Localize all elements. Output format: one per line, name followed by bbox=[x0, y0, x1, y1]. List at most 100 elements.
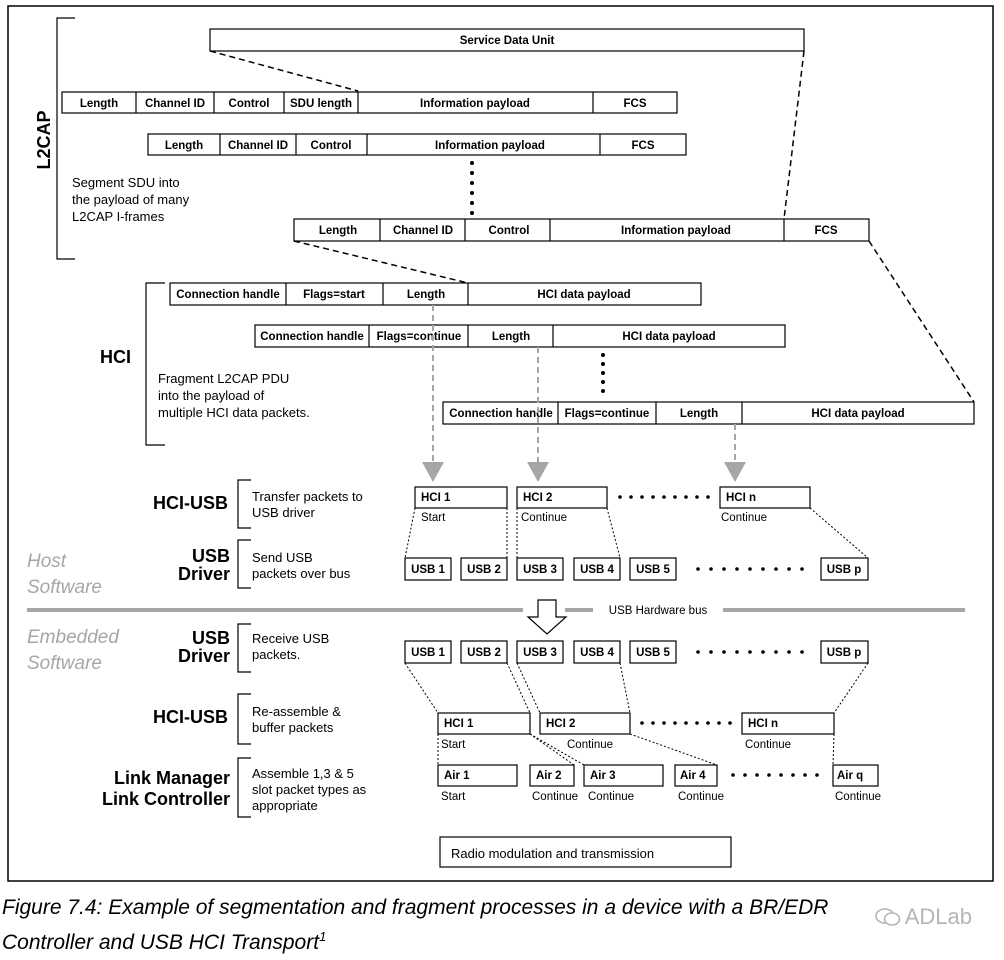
usb-box-label: USB 1 bbox=[411, 647, 445, 659]
link-controller-label: Link Controller bbox=[102, 789, 230, 809]
caption-line-1: Figure 7.4: Example of segmentation and … bbox=[2, 896, 829, 919]
field-connection-handle: Connection handle bbox=[449, 408, 553, 420]
usb-box-label: USB p bbox=[827, 647, 862, 659]
air-box-label: Air 1 bbox=[444, 770, 470, 782]
hci-usb-host-description-line-2: USB driver bbox=[252, 505, 316, 520]
host-software-label-line-2: Software bbox=[27, 577, 102, 598]
l2cap-hci-connector-right bbox=[868, 240, 975, 403]
air-box-status: Continue bbox=[532, 791, 578, 803]
field-flags: Flags=continue bbox=[565, 408, 650, 420]
hci-description-line-1: Fragment L2CAP PDU bbox=[158, 371, 289, 386]
usb-box-label: USB 4 bbox=[580, 647, 614, 659]
hci-host-box-n: HCI n Continue bbox=[719, 486, 811, 524]
usb-driver-embedded-description-line-1: Receive USB bbox=[252, 631, 329, 646]
field-control: Control bbox=[489, 225, 530, 237]
hci-packet-second: Connection handle Flags=continue Length … bbox=[254, 324, 786, 348]
link-manager-label: Link Manager bbox=[114, 768, 230, 788]
hci-embedded-box-status: Continue bbox=[567, 739, 613, 751]
usb-box-label: USB p bbox=[827, 564, 862, 576]
air-box-status: Continue bbox=[588, 791, 634, 803]
hci-embedded-box-status: Start bbox=[441, 739, 466, 751]
usb-driver-host-label-line-1: USB bbox=[192, 546, 230, 566]
radio-modulation-box bbox=[439, 836, 732, 868]
hci-host-box-label: HCI n bbox=[726, 492, 756, 504]
hci-embedded-box-1: HCI 1 Start bbox=[437, 712, 531, 751]
watermark-text: ADLab bbox=[904, 904, 972, 929]
hci-usb-host-brace bbox=[237, 479, 251, 529]
l2cap-description-line-1: Segment SDU into bbox=[72, 175, 180, 190]
l2cap-frame-last: Length Channel ID Control Information pa… bbox=[293, 218, 870, 242]
usb-driver-embedded-brace bbox=[237, 623, 251, 673]
air-box-label: Air q bbox=[837, 770, 863, 782]
l2cap-description-line-2: the payload of many bbox=[72, 192, 190, 207]
radio-modulation-label: Radio modulation and transmission bbox=[451, 846, 654, 861]
usb-box-label: USB 4 bbox=[580, 564, 614, 576]
hci-description-line-3: multiple HCI data packets. bbox=[158, 405, 310, 420]
caption-line-2-text: Controller and USB HCI Transport bbox=[2, 931, 320, 954]
diagram-border bbox=[7, 5, 994, 882]
hci-brace bbox=[145, 282, 165, 446]
hci-host-box-status: Continue bbox=[721, 512, 767, 524]
field-length: Length bbox=[165, 140, 203, 152]
air-box-q: Air q Continue bbox=[832, 764, 881, 803]
usb-embedded-hci-fan-lines bbox=[404, 662, 869, 714]
bus-down-arrow-icon bbox=[526, 599, 568, 635]
host-software-label-line-1: Host bbox=[27, 551, 67, 572]
air-box-label: Air 3 bbox=[590, 770, 616, 782]
watermark: ADLab bbox=[874, 904, 972, 930]
hci-host-usb-fan-lines bbox=[404, 507, 869, 559]
field-channel-id: Channel ID bbox=[228, 140, 288, 152]
usb-box-label: USB 1 bbox=[411, 564, 445, 576]
field-control: Control bbox=[229, 98, 270, 110]
air-box-3: Air 3 Continue bbox=[583, 764, 664, 803]
field-length: Length bbox=[80, 98, 118, 110]
field-flags: Flags=start bbox=[303, 289, 365, 301]
usb-driver-embedded-label-line-1: USB bbox=[192, 628, 230, 648]
chat-bubble-icon bbox=[874, 908, 901, 926]
usb-bus-label: USB Hardware bus bbox=[609, 605, 708, 617]
hci-embedded-box-2: HCI 2 Continue bbox=[539, 712, 631, 751]
hci-to-usb-arrows bbox=[422, 305, 746, 482]
field-hci-data-payload: HCI data payload bbox=[622, 331, 715, 343]
field-flags: Flags=continue bbox=[377, 331, 462, 343]
usb-box-label: USB 2 bbox=[467, 564, 501, 576]
hci-embedded-box-status: Continue bbox=[745, 739, 791, 751]
hci-usb-embedded-label: HCI-USB bbox=[153, 707, 228, 727]
field-sdu-length: SDU length bbox=[290, 98, 352, 110]
hci-usb-host-description-line-1: Transfer packets to bbox=[252, 489, 363, 504]
hci-usb-host-label: HCI-USB bbox=[153, 493, 228, 513]
air-ellipsis bbox=[731, 773, 819, 777]
usb-driver-host-brace bbox=[237, 539, 251, 589]
air-box-status: Continue bbox=[835, 791, 881, 803]
l2cap-brace bbox=[56, 17, 75, 260]
field-length: Length bbox=[407, 289, 445, 301]
link-description-line-3: appropriate bbox=[252, 798, 318, 813]
hci-embedded-air-fan-lines bbox=[437, 733, 835, 766]
l2cap-hci-connector-left bbox=[293, 240, 469, 284]
link-description-line-1: Assemble 1,3 & 5 bbox=[252, 766, 354, 781]
field-length: Length bbox=[319, 225, 357, 237]
hci-embedded-box-label: HCI n bbox=[748, 718, 778, 730]
usb-driver-host-description-line-2: packets over bus bbox=[252, 566, 351, 581]
l2cap-frame-first: Length Channel ID Control SDU length Inf… bbox=[61, 91, 678, 114]
link-description-line-2: slot packet types as bbox=[252, 782, 367, 797]
field-channel-id: Channel ID bbox=[145, 98, 205, 110]
field-fcs: FCS bbox=[624, 98, 647, 110]
embedded-software-label-line-2: Software bbox=[27, 653, 102, 674]
usb-host-ellipsis bbox=[696, 567, 804, 571]
hci-usb-embedded-brace bbox=[237, 693, 251, 745]
field-fcs: FCS bbox=[815, 225, 838, 237]
field-hci-data-payload: HCI data payload bbox=[811, 408, 904, 420]
air-box-label: Air 2 bbox=[536, 770, 562, 782]
air-box-1: Air 1 Start bbox=[437, 764, 518, 803]
air-box-4: Air 4 Continue bbox=[674, 764, 724, 803]
air-box-status: Start bbox=[441, 791, 466, 803]
l2cap-label: L2CAP bbox=[34, 110, 54, 169]
usb-driver-embedded-label-line-2: Driver bbox=[178, 646, 230, 666]
sdu-connector-right bbox=[783, 50, 805, 220]
hci-host-box-label: HCI 1 bbox=[421, 492, 451, 504]
usb-box-label: USB 3 bbox=[523, 647, 557, 659]
usb-box-label: USB 5 bbox=[636, 564, 670, 576]
air-box-label: Air 4 bbox=[680, 770, 706, 782]
